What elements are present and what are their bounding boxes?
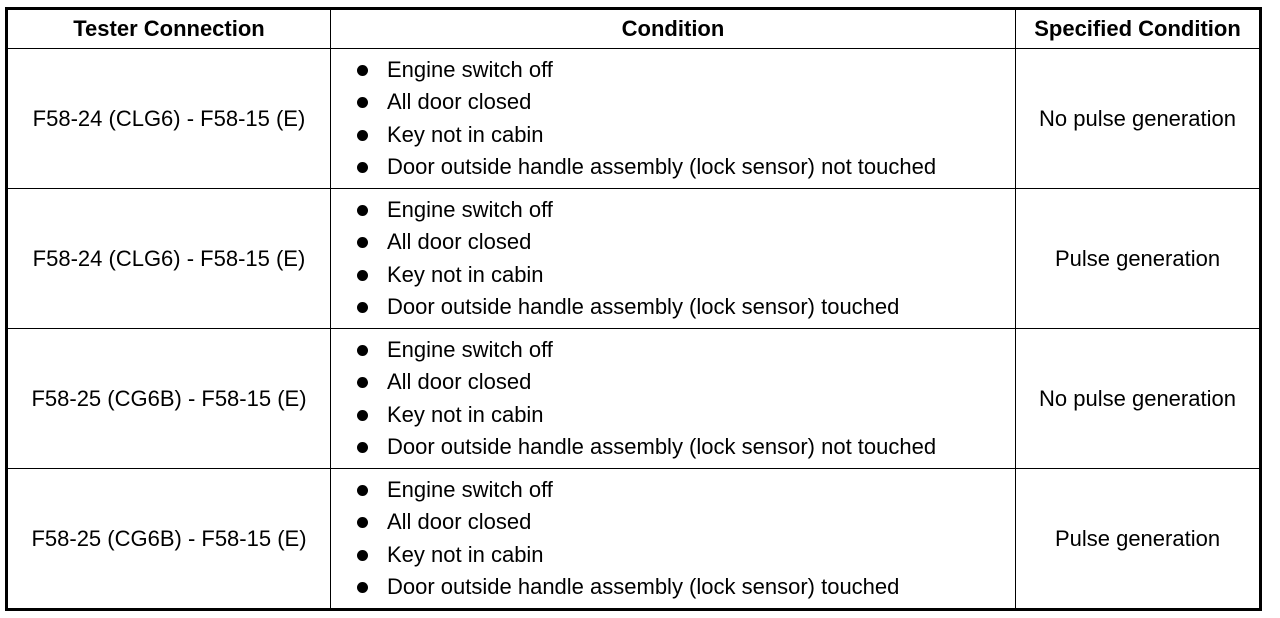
condition-cell: Engine switch off All door closed Key no… bbox=[330, 328, 1016, 469]
condition-item: Door outside handle assembly (lock senso… bbox=[353, 151, 1015, 184]
tester-connection-cell: F58-24 (CLG6) - F58-15 (E) bbox=[6, 48, 331, 189]
condition-text: Key not in cabin bbox=[387, 121, 544, 147]
condition-item: Door outside handle assembly (lock senso… bbox=[353, 571, 1015, 604]
condition-text: All door closed bbox=[387, 89, 532, 114]
bullet-icon bbox=[357, 269, 368, 281]
condition-text: Door outside handle assembly (lock senso… bbox=[387, 434, 937, 459]
condition-text: All door closed bbox=[387, 229, 532, 254]
condition-cell: Engine switch off All door closed Key no… bbox=[330, 188, 1016, 329]
specified-condition-cell: Pulse generation bbox=[1015, 468, 1261, 610]
tester-connection-cell: F58-24 (CLG6) - F58-15 (E) bbox=[6, 188, 331, 329]
condition-text: Engine switch off bbox=[387, 196, 553, 222]
header-row: Tester Connection Condition Specified Co… bbox=[6, 8, 1261, 49]
condition-list: Engine switch off All door closed Key no… bbox=[331, 474, 1015, 604]
bullet-icon bbox=[357, 582, 368, 593]
condition-item: Engine switch off bbox=[353, 474, 1015, 507]
condition-text: Key not in cabin bbox=[387, 541, 544, 567]
bullet-icon bbox=[357, 129, 368, 141]
condition-text: All door closed bbox=[387, 509, 532, 534]
condition-text: Engine switch off bbox=[387, 56, 553, 82]
specification-table: Tester Connection Condition Specified Co… bbox=[5, 7, 1262, 611]
condition-item: All door closed bbox=[353, 366, 1015, 399]
header-condition: Condition bbox=[330, 8, 1016, 49]
condition-item: Key not in cabin bbox=[353, 119, 1015, 152]
condition-list: Engine switch off All door closed Key no… bbox=[331, 54, 1015, 184]
specified-condition-cell: No pulse generation bbox=[1015, 328, 1261, 469]
bullet-icon bbox=[357, 549, 368, 561]
condition-text: Door outside handle assembly (lock senso… bbox=[387, 574, 900, 599]
bullet-icon bbox=[357, 517, 368, 528]
condition-list: Engine switch off All door closed Key no… bbox=[331, 334, 1015, 464]
bullet-icon bbox=[357, 162, 368, 173]
table-row: F58-24 (CLG6) - F58-15 (E) Engine switch… bbox=[6, 188, 1261, 329]
condition-text: Key not in cabin bbox=[387, 261, 544, 287]
bullet-icon bbox=[357, 344, 368, 356]
tester-connection-cell: F58-25 (CG6B) - F58-15 (E) bbox=[6, 328, 331, 469]
condition-item: Engine switch off bbox=[353, 194, 1015, 227]
condition-item: Door outside handle assembly (lock senso… bbox=[353, 431, 1015, 464]
condition-list: Engine switch off All door closed Key no… bbox=[331, 194, 1015, 324]
header-specified-condition: Specified Condition bbox=[1015, 8, 1261, 49]
bullet-icon bbox=[357, 409, 368, 421]
bullet-icon bbox=[357, 237, 368, 248]
bullet-icon bbox=[357, 204, 368, 216]
table-row: F58-25 (CG6B) - F58-15 (E) Engine switch… bbox=[6, 468, 1261, 610]
condition-cell: Engine switch off All door closed Key no… bbox=[330, 468, 1016, 610]
condition-text: Key not in cabin bbox=[387, 401, 544, 427]
condition-item: Key not in cabin bbox=[353, 399, 1015, 432]
condition-item: All door closed bbox=[353, 226, 1015, 259]
bullet-icon bbox=[357, 442, 368, 453]
bullet-icon bbox=[357, 377, 368, 388]
bullet-icon bbox=[357, 302, 368, 313]
table-row: F58-25 (CG6B) - F58-15 (E) Engine switch… bbox=[6, 328, 1261, 469]
condition-text: Engine switch off bbox=[387, 476, 553, 502]
bullet-icon bbox=[357, 484, 368, 496]
condition-item: All door closed bbox=[353, 506, 1015, 539]
bullet-icon bbox=[357, 64, 368, 76]
condition-cell: Engine switch off All door closed Key no… bbox=[330, 48, 1016, 189]
condition-item: Key not in cabin bbox=[353, 539, 1015, 572]
condition-text: Engine switch off bbox=[387, 336, 553, 362]
tester-connection-cell: F58-25 (CG6B) - F58-15 (E) bbox=[6, 468, 331, 610]
condition-text: Door outside handle assembly (lock senso… bbox=[387, 154, 937, 179]
header-tester-connection: Tester Connection bbox=[6, 8, 331, 49]
table-row: F58-24 (CLG6) - F58-15 (E) Engine switch… bbox=[6, 48, 1261, 189]
condition-item: Key not in cabin bbox=[353, 259, 1015, 292]
bullet-icon bbox=[357, 97, 368, 108]
condition-item: All door closed bbox=[353, 86, 1015, 119]
specified-condition-cell: No pulse generation bbox=[1015, 48, 1261, 189]
specified-condition-cell: Pulse generation bbox=[1015, 188, 1261, 329]
condition-item: Door outside handle assembly (lock senso… bbox=[353, 291, 1015, 324]
condition-item: Engine switch off bbox=[353, 54, 1015, 87]
condition-text: Door outside handle assembly (lock senso… bbox=[387, 294, 900, 319]
condition-item: Engine switch off bbox=[353, 334, 1015, 367]
condition-text: All door closed bbox=[387, 369, 532, 394]
